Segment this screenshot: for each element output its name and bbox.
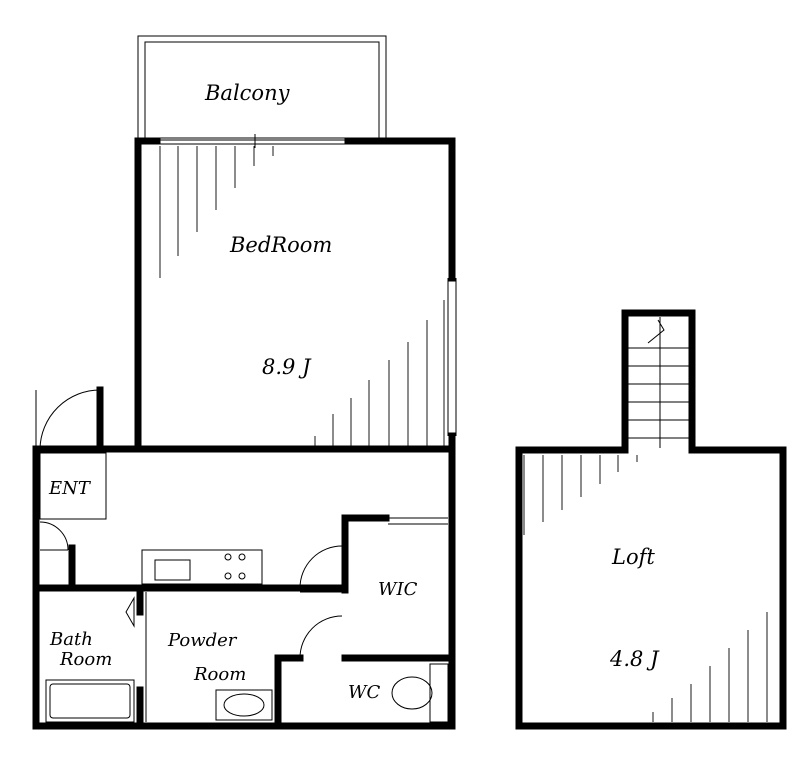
entrance-box (39, 452, 107, 520)
bath-room: Bath Room (45, 596, 135, 723)
sink (154, 559, 191, 581)
entrance-label: ENT (48, 478, 92, 499)
lower-walls (32, 445, 456, 730)
wc-door[interactable] (299, 615, 343, 659)
entrance-door[interactable] (35, 386, 104, 453)
bedroom-area: BedRoom 8.9 J (134, 134, 457, 457)
kitchen-counter (141, 549, 263, 585)
closet-hatching-top (159, 146, 274, 278)
wc-room: WC (348, 663, 449, 723)
bedroom-size-label: 8.9 J (262, 355, 312, 379)
loft-walls (515, 446, 787, 730)
balcony-label: Balcony (204, 81, 291, 105)
loft-hatching-bottom (652, 612, 768, 722)
powder-room: Powder Room (145, 592, 273, 722)
loft-area: Loft 4.8 J (515, 309, 787, 730)
loft-size-label: 4.8 J (609, 647, 660, 671)
bathtub (45, 679, 135, 723)
loft-stairs (628, 317, 689, 448)
loft-hatching-top (523, 455, 638, 535)
bath-label-line2: Room (59, 649, 112, 670)
balcony-area: Balcony (137, 35, 387, 141)
bedroom-wall-left (134, 137, 322, 453)
powder-label-line2: Room (193, 664, 246, 685)
toilet-bowl (391, 676, 433, 710)
toilet-tank (429, 663, 449, 723)
entrance-inner-door[interactable] (39, 521, 69, 551)
loft-label: Loft (611, 545, 655, 569)
loft-stair-walls (621, 309, 696, 454)
powder-label-line1: Powder (167, 630, 238, 651)
bath-label-line1: Bath (49, 629, 93, 650)
powder-door[interactable] (299, 545, 343, 589)
bedroom-wall-right-top (344, 137, 456, 282)
wc-label: WC (348, 682, 381, 703)
bedroom-label: BedRoom (229, 233, 332, 257)
closet-hatching-bottom (314, 300, 445, 446)
washbasin (215, 689, 273, 721)
wic-label: WIC (378, 579, 418, 600)
